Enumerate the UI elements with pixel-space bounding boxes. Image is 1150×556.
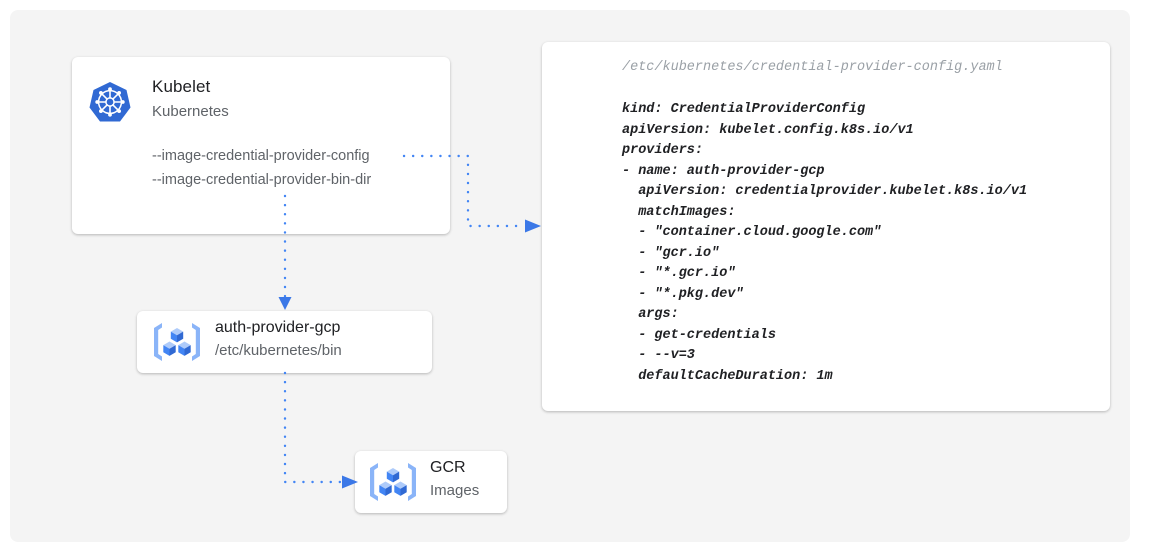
auth-provider-gcp-card[interactable]: auth-provider-gcp /etc/kubernetes/bin	[137, 311, 432, 373]
gcr-card[interactable]: GCR Images	[355, 451, 507, 513]
container-registry-icon	[149, 321, 205, 363]
kubelet-card-title: Kubelet	[152, 77, 211, 96]
gcr-card-title: GCR	[430, 459, 466, 476]
yaml-filename-label: /etc/kubernetes/credential-provider-conf…	[622, 60, 1003, 75]
kubelet-flag-config: --image-credential-provider-config	[152, 148, 370, 164]
yaml-content: kind: CredentialProviderConfig apiVersio…	[622, 102, 1028, 384]
auth-provider-card-subtitle: /etc/kubernetes/bin	[215, 342, 342, 359]
container-registry-icon	[365, 461, 421, 503]
kubelet-flag-bin-dir: --image-credential-provider-bin-dir	[152, 172, 372, 188]
gcr-card-subtitle: Images	[430, 482, 480, 499]
kubernetes-helm-icon	[88, 80, 132, 124]
credential-provider-config-card[interactable]: /etc/kubernetes/credential-provider-conf…	[542, 42, 1110, 411]
auth-provider-card-title: auth-provider-gcp	[215, 319, 341, 336]
kubelet-card[interactable]: Kubelet Kubernetes --image-credential-pr…	[72, 57, 450, 234]
kubelet-flag-list: --image-credential-provider-config --ima…	[152, 144, 371, 192]
kubelet-card-subtitle: Kubernetes	[152, 103, 229, 120]
